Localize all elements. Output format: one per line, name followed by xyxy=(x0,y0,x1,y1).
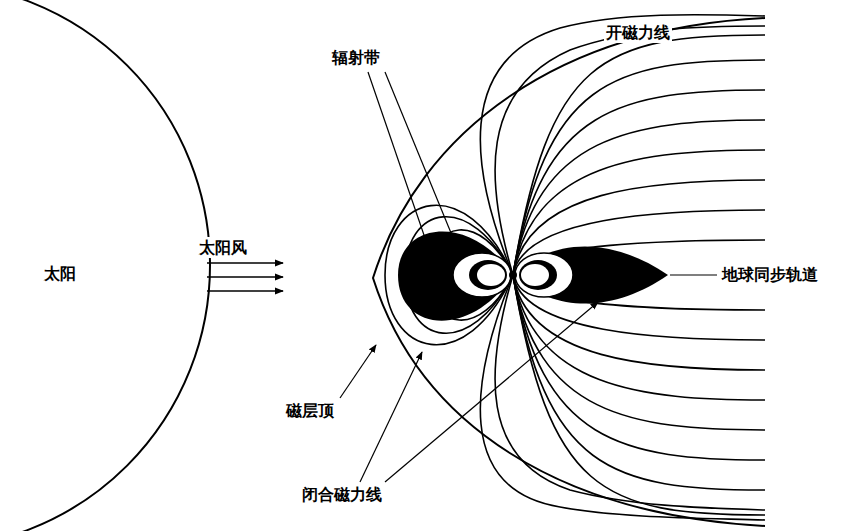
radiation-belts xyxy=(398,231,668,320)
sun-label: 太阳 xyxy=(44,264,76,283)
magnetopause-label: 磁层顶 xyxy=(284,400,336,421)
radiation-belt-label: 辐射带 xyxy=(330,47,382,68)
leader-lines xyxy=(340,72,717,482)
open-field-line-label: 开磁力线 xyxy=(604,22,672,43)
sun-shape: 太阳 xyxy=(0,0,220,531)
field-lines xyxy=(373,15,765,526)
sun-arc xyxy=(0,0,210,531)
solar-wind-arrows xyxy=(207,263,283,291)
closed-field-line-label: 闭合磁力线 xyxy=(300,484,384,505)
solar-wind-label: 太阳风 xyxy=(197,237,249,258)
geosync-orbit-label: 地球同步轨道 xyxy=(720,264,820,285)
sun-outline xyxy=(0,0,220,531)
